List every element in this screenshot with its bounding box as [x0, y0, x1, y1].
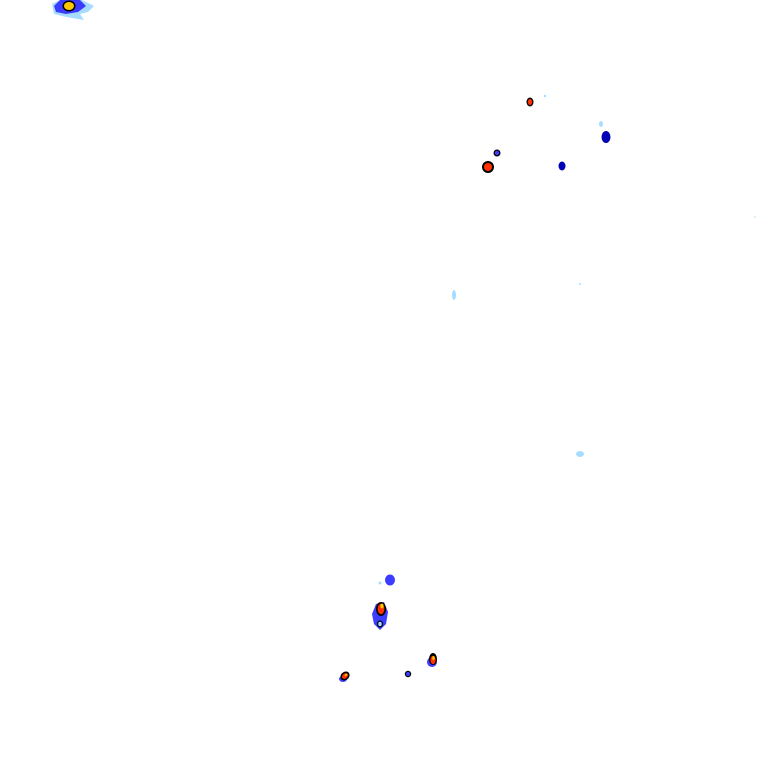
echo-core-upper-hot [380, 603, 384, 609]
echo-core [484, 163, 492, 171]
radar-echo-345-676 [339, 671, 350, 682]
radar-echo-380-615 [372, 602, 388, 630]
radar-speck-580-284 [579, 283, 581, 285]
radar-echo-497-153 [493, 149, 501, 157]
radar-speck-755-217 [754, 216, 756, 218]
radar-echo-580-454 [576, 451, 584, 457]
radar-echo-408-674 [404, 670, 412, 678]
echo-core-lower [378, 621, 382, 627]
radar-echo-390-580 [378, 574, 395, 586]
radar-echo-530-102 [526, 97, 534, 107]
echo-core-hot [344, 673, 348, 677]
echo-moderate [601, 131, 611, 143]
radar-echo-562-166 [558, 161, 566, 171]
echo-moderate [385, 574, 395, 586]
radar-speck-545-96 [543, 94, 547, 98]
radar-echo-605-135 [599, 121, 611, 143]
echo-core [64, 2, 74, 10]
echo-light [599, 121, 603, 127]
echo-core [494, 150, 500, 156]
echo-core-hot [432, 656, 435, 660]
radar-echo-454-295 [452, 290, 456, 300]
echo-core [406, 672, 410, 676]
radar-echo-top-left [52, 0, 94, 20]
radar-echo-488-167 [482, 161, 494, 173]
radar-echo-433-659 [427, 653, 437, 667]
echo-core [527, 99, 533, 105]
echo-light [378, 581, 382, 585]
